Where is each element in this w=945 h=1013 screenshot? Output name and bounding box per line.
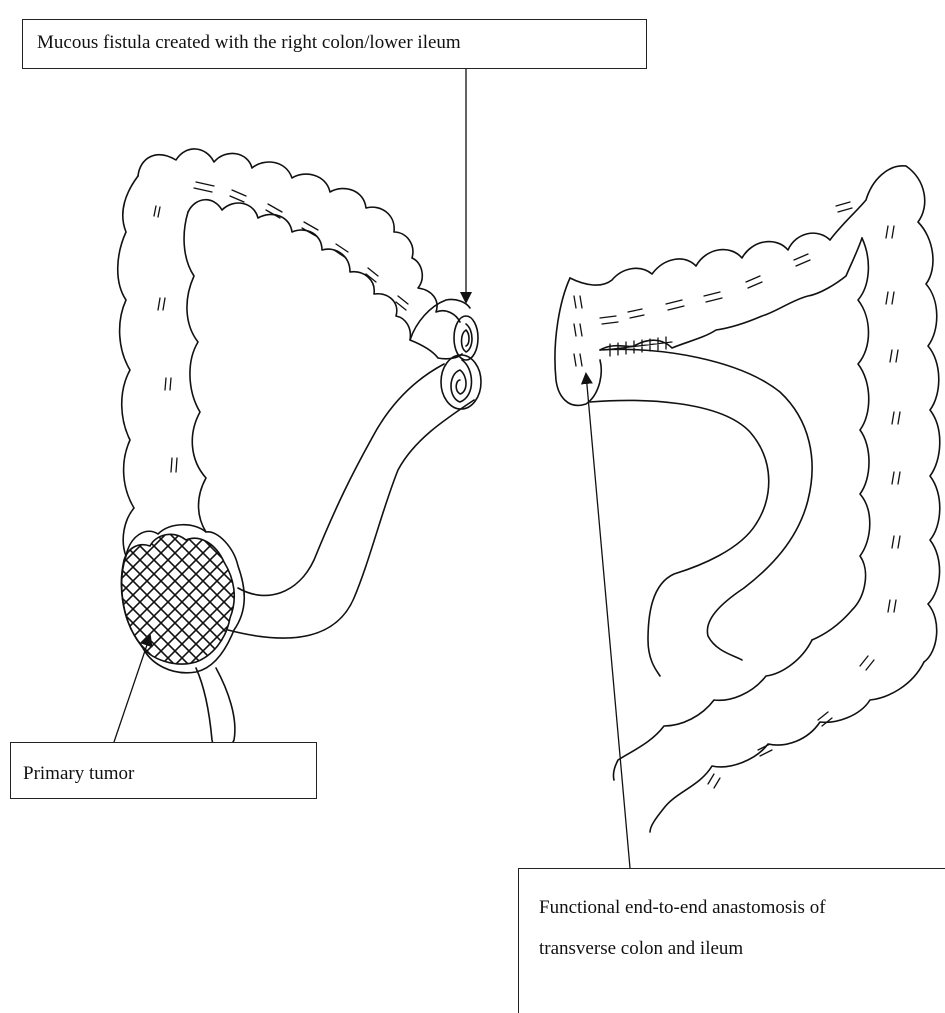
- preop-colon-drawing: [118, 149, 481, 750]
- postop-transverse-upper: [570, 166, 906, 285]
- anastomosis-arrow: [586, 374, 630, 868]
- transverse-colon-upper: [138, 149, 460, 322]
- colon-stump-spiral: [462, 324, 473, 352]
- primary-tumor-arrow: [114, 636, 150, 742]
- preop-haustra-marks: [154, 182, 408, 472]
- appendix: [196, 668, 235, 750]
- postop-descending-outer: [906, 166, 940, 662]
- postop-descending-inner: [812, 238, 870, 640]
- ascending-colon-inner: [184, 212, 206, 532]
- postop-sigmoid-outer: [650, 662, 924, 832]
- anastomosis-text-line1: Functional end-to-end anastomosis of: [539, 887, 945, 928]
- postop-sigmoid-inner: [613, 640, 812, 780]
- mucous-fistula-label: Mucous fistula created with the right co…: [22, 19, 647, 69]
- anastomosis-text-line2: transverse colon and ileum: [539, 928, 945, 969]
- postop-transverse-lower: [600, 238, 862, 350]
- transverse-colon-lower: [188, 200, 462, 359]
- ascending-colon-outline: [118, 176, 138, 556]
- anastomosis-stump: [555, 278, 601, 405]
- mucous-fistula-text: Mucous fistula created with the right co…: [37, 32, 461, 53]
- colon-stump-end: [454, 316, 478, 360]
- ileum-stump-spiral: [451, 360, 472, 402]
- ileum-lower-edge: [228, 400, 474, 638]
- postop-ileum-outer: [600, 349, 812, 660]
- postop-colon-drawing: [555, 166, 940, 832]
- colon-stump-body: [410, 299, 470, 340]
- postop-haustra-marks: [574, 202, 900, 788]
- primary-tumor-mass: [121, 534, 234, 664]
- ileum-upper-edge: [238, 364, 444, 595]
- anastomosis-label: Functional end-to-end anastomosis of tra…: [518, 868, 945, 1013]
- primary-tumor-text: Primary tumor: [23, 763, 134, 784]
- primary-tumor-label: Primary tumor: [10, 742, 317, 799]
- postop-ileum-inner: [590, 400, 769, 676]
